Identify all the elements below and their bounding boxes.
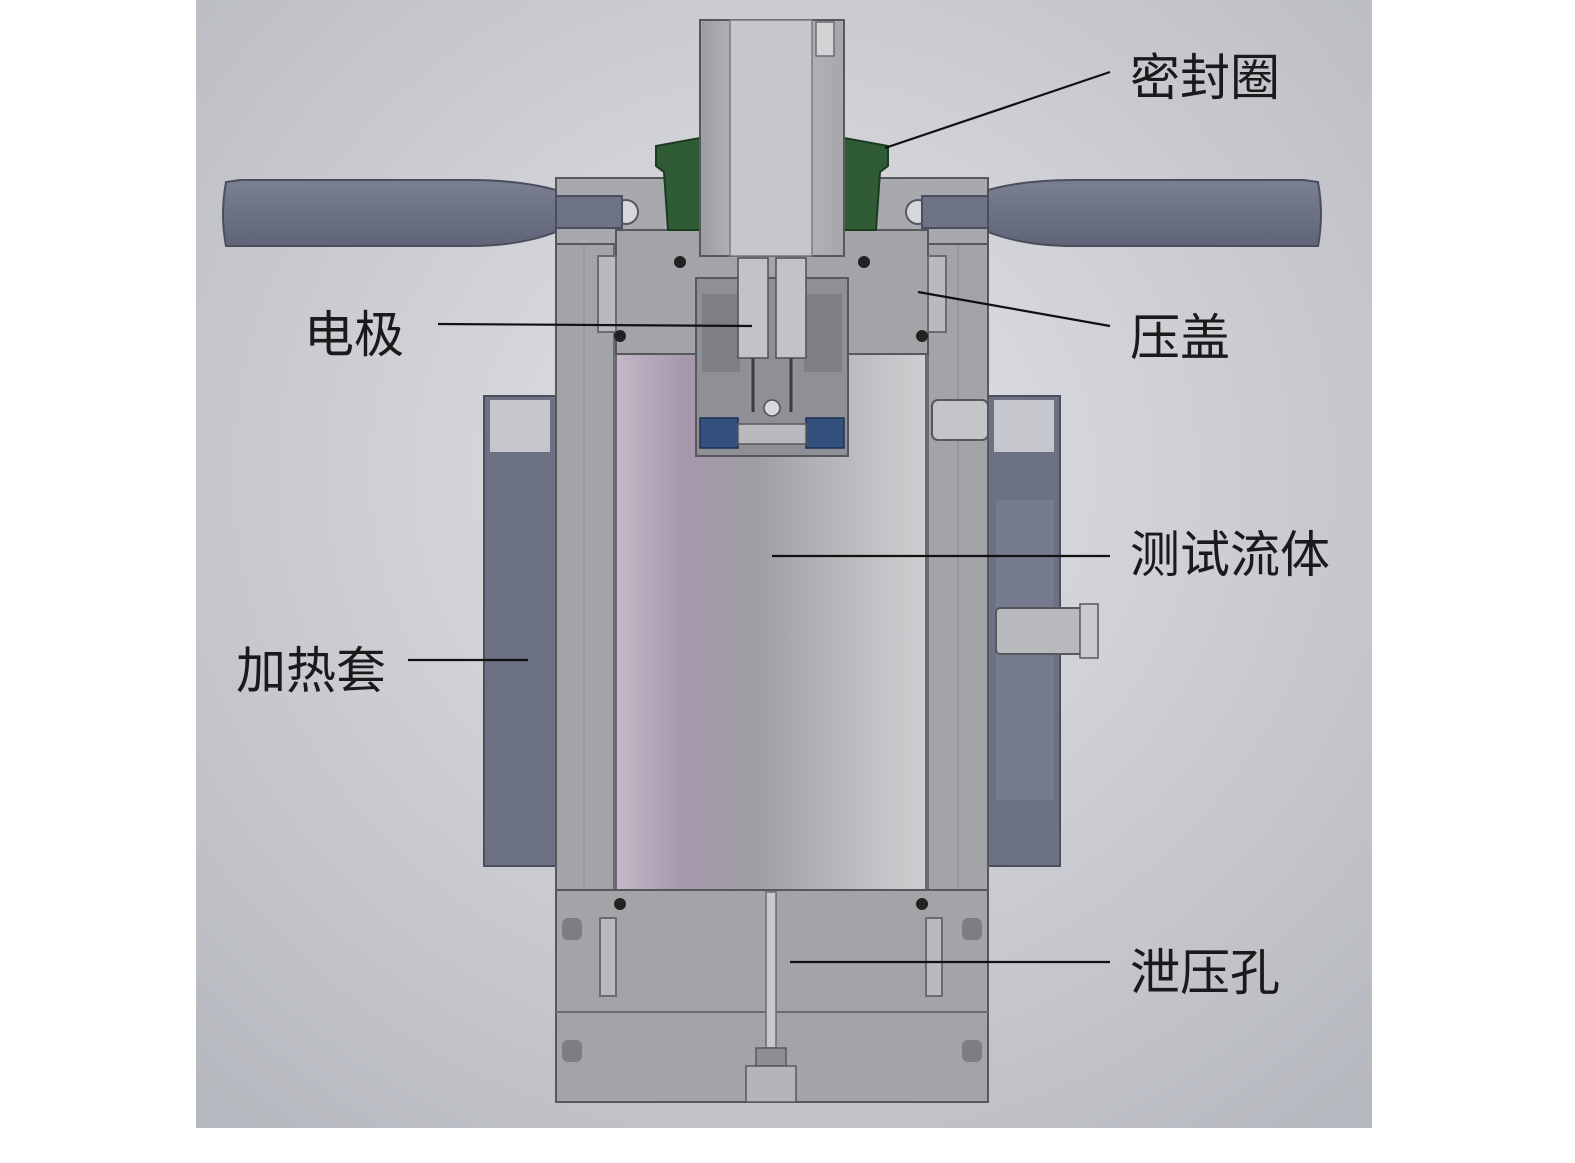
seal-rings [655,136,889,231]
leader-gland [917,290,1111,328]
handle-right [905,179,1322,247]
side-port [931,399,1099,659]
label-heating-jacket: 加热套 [236,642,386,700]
relief-hole [745,891,797,1103]
electrode-assembly [695,257,849,457]
leader-electrode [437,322,753,328]
label-seal-ring: 密封圈 [1130,49,1280,107]
central-shaft [699,19,845,257]
label-test-fluid: 测试流体 [1130,526,1330,584]
leader-lines [408,70,1111,964]
label-gland: 压盖 [1130,309,1230,367]
leader-seal-ring [884,70,1111,150]
label-electrode: 电极 [304,306,404,364]
label-relief-hole: 泄压孔 [1130,944,1280,1002]
handle-left [222,179,639,247]
